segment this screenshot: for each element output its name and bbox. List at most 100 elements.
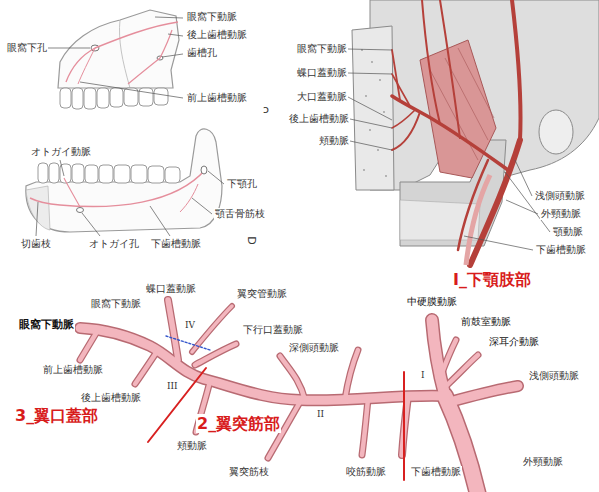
drawing-g [430,48,494,160]
drawing-use [362,399,368,455]
drawing-line [155,17,183,18]
drawing-rect [72,88,83,109]
maxilla-sketch [48,10,183,109]
drawing-path [440,0,460,138]
drawing-g [80,300,518,492]
drawing-path [30,170,205,207]
part-label: 中硬膜動脈 [406,296,458,308]
drawing-line [166,336,210,350]
part-label: 眼窩下動脈 [296,43,348,55]
part-label: 頬動脈 [176,440,208,452]
drawing-g [348,49,550,250]
part-label: オトガイ孔 [88,238,140,250]
part-label: 顎舌骨筋枝 [214,208,266,220]
drawing-line [150,206,170,236]
part-label: 下歯槽動脈 [410,466,462,478]
drawing-use [192,306,232,352]
drawing-use [135,350,158,384]
drawing-path [422,0,440,124]
drawing-path [420,40,496,178]
part-label: 切歯枝 [20,238,52,250]
drawing-path [392,74,410,106]
drawing-g [48,17,183,98]
part-label: 大口蓋動脈 [296,91,348,103]
callout-number: III [166,381,179,392]
drawing-circle [371,61,373,63]
drawing-use [168,300,178,360]
drawing-rect [114,165,130,183]
drawing-use [80,330,98,360]
drawing-rect [110,88,123,107]
drawing-rect [139,88,153,106]
callout-number: II [316,409,325,420]
part-label: 前鼓室動脈 [460,316,512,328]
drawing-path [78,48,95,84]
drawing-rect [38,163,48,183]
drawing-rect [85,165,98,183]
callout-number: I [420,370,426,381]
callout-number: IV [184,320,196,331]
drawing-rect [154,88,168,105]
drawing-g [392,0,521,265]
drawing-use [80,330,98,360]
drawing-path [512,0,521,140]
drawing-use [345,350,358,399]
region-label: I_下顎肢部 [452,270,532,289]
drawing-rect [131,165,147,183]
drawing-use [446,355,478,386]
drawing-circle [377,149,379,151]
drawing-line [36,202,38,236]
part-label: 下顎孔 [226,178,258,190]
drawing-use [432,320,445,396]
drawing-ellipse [201,166,207,174]
skull-illustration [348,0,599,265]
drawing-use [80,328,445,400]
drawing-circle [383,111,385,113]
drawing-ellipse [77,208,84,213]
drawing-rect [97,88,109,108]
drawing-g [361,49,387,177]
drawing-line [348,49,392,50]
drawing-path [26,186,50,230]
part-label: 翼突筋枝 [228,466,270,478]
drawing-rect [60,88,71,108]
drawing-circle [365,95,367,97]
part-label: 翼突管動脈 [236,288,288,300]
drawing-rect [165,167,180,183]
drawing-path [466,175,490,265]
part-label: 頬動脈 [318,135,350,147]
drawing-path [458,160,488,250]
drawing-line [506,200,538,214]
part-label: 外頸動脈 [540,208,582,220]
drawing-line [162,54,183,57]
drawing-line [60,160,64,176]
drawing-line [348,73,392,74]
figure-letter: c [262,104,270,117]
drawing-use [450,386,518,402]
drawing-path [26,129,222,232]
part-label: 顎動脈 [552,226,584,238]
part-label: 眼窩下孔 [6,42,48,54]
part-label: 深耳介動脈 [488,336,540,348]
mandible-sketch [26,129,224,236]
drawing-rect [49,163,59,183]
drawing-g [80,300,518,492]
part-label: 浅側頭動脈 [528,370,580,382]
part-label: 眼窩下動脈 [18,318,75,331]
drawing-use [446,355,478,386]
drawing-circle [385,175,387,177]
drawing-rect [72,164,84,183]
part-label: 蝶口蓋動脈 [145,283,197,295]
drawing-path [58,10,179,88]
artery-schematic [80,300,518,492]
drawing-circle [369,129,371,131]
part-label: 眼窩下動脈 [186,11,238,23]
drawing-use [345,350,358,399]
drawing-path [180,184,198,212]
drawing-line [515,160,532,196]
drawing-use [440,340,456,378]
drawing-line [192,198,212,214]
drawing-line [48,48,90,49]
drawing-use [362,399,368,455]
